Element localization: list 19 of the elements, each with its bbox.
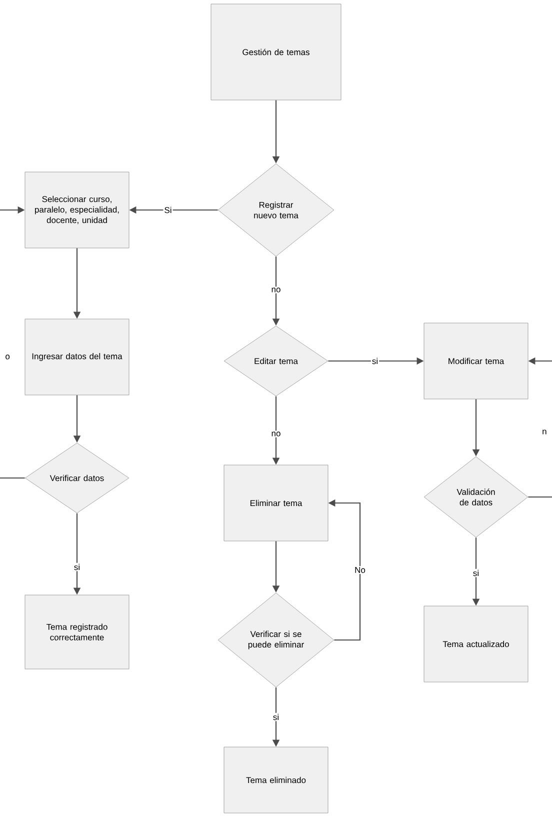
- edge-label: no: [270, 286, 282, 294]
- process-box: Tema actualizado: [424, 606, 528, 682]
- process-box: Eliminar tema: [224, 464, 328, 542]
- process-box: Seleccionar curso, paralelo, especialidad, docente, unidad: [24, 172, 130, 248]
- edge-label: si: [72, 562, 82, 572]
- edge-label: no: [270, 430, 282, 438]
- process-box: Modificar tema: [424, 322, 528, 400]
- process-box: Tema eliminado: [224, 746, 328, 814]
- edge-label: o: [4, 354, 11, 360]
- process-box: Ingresar datos del tema: [24, 318, 130, 396]
- arrow: [0, 206, 25, 479]
- edge-label: si: [472, 568, 480, 578]
- process-box: Gestión de temas: [210, 4, 342, 100]
- edge-label: si: [272, 712, 280, 722]
- edge-label: n: [541, 428, 548, 436]
- edge-label: si: [370, 356, 380, 366]
- process-box: Tema registrado correctamente: [24, 594, 130, 670]
- edge-label: Si: [163, 206, 173, 214]
- edge-label: No: [354, 566, 366, 574]
